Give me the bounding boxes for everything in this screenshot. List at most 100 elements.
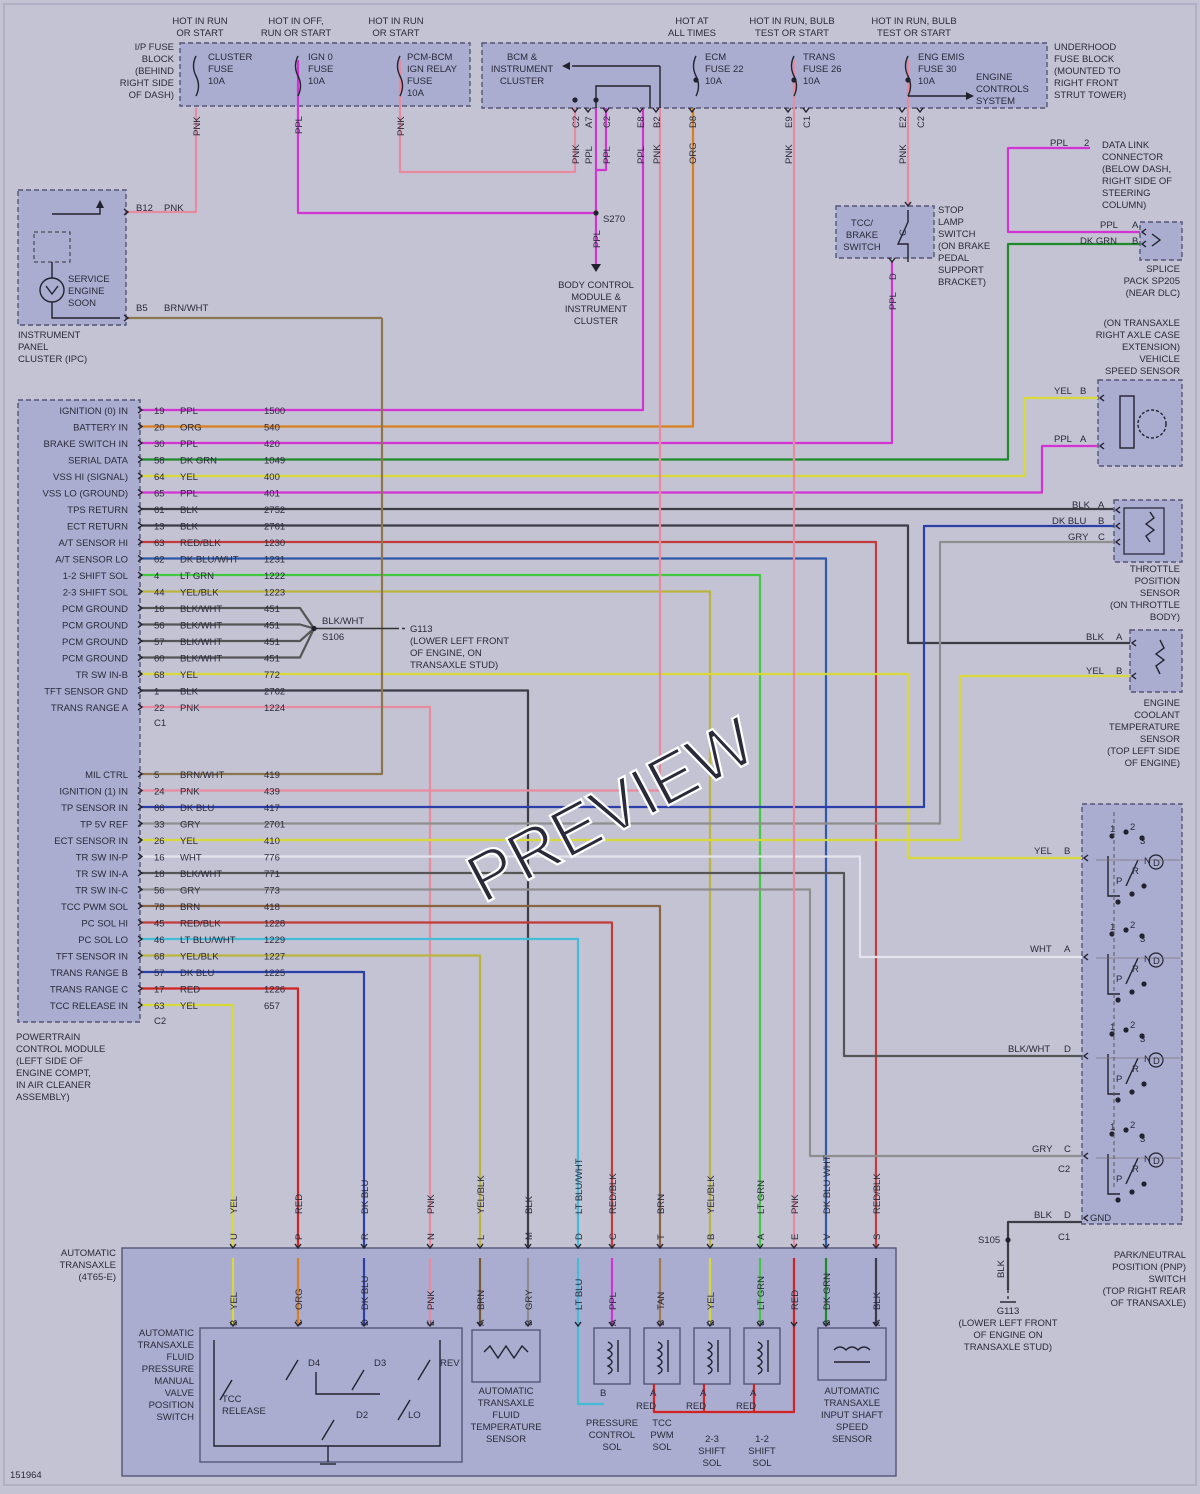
pcm-row-circuit: 657 <box>264 1001 280 1012</box>
wire-ign0 <box>296 60 596 215</box>
frame <box>3 3 1197 1486</box>
dlc-ppl-label: PPL <box>1050 138 1068 149</box>
ip-fuse-block-label: BLOCK <box>142 54 175 65</box>
wire-pcm-5 <box>142 318 384 776</box>
trans-conn-color: YEL/BLK <box>706 1175 717 1214</box>
pcm-row-circuit: 1228 <box>264 919 285 930</box>
pnp-dot-1-0 <box>1109 931 1115 937</box>
inner-chev-8 <box>656 1321 664 1328</box>
pcm-row-color: YEL/BLK <box>180 588 219 599</box>
wire-pcm-64 <box>142 396 1098 478</box>
atiss-label: AUTOMATIC <box>824 1386 879 1397</box>
top-conn-color: ORG <box>688 142 699 164</box>
tcc-pwm-sol-label: TCC <box>652 1418 672 1429</box>
pcm-row-circuit: 1229 <box>264 935 285 946</box>
pcm-pin-chev-12 <box>137 604 144 612</box>
pcm-pin-chev-14 <box>137 637 144 645</box>
pnp-d-icon-2 <box>1148 1052 1164 1068</box>
arrow-eng <box>966 92 974 100</box>
pnp-dot-3-2 <box>1139 1133 1145 1139</box>
wire-pcm-26 <box>142 674 1130 842</box>
s106-dot <box>311 625 317 632</box>
sol-coil-1 <box>656 1341 663 1375</box>
splice-dkgrn: DK GRN <box>1080 236 1117 247</box>
fluid-pressure-switch-label: TRANSAXLE <box>138 1340 195 1351</box>
ect-pin-b: B <box>1116 666 1122 677</box>
fuse-hot-label-5: TEST OR START <box>755 28 829 39</box>
arrow-s270 <box>591 264 601 272</box>
pcm-row-pin: 60 <box>154 654 165 665</box>
pcm-pin-chev-7 <box>137 521 144 530</box>
wire-pcm-44 <box>142 590 712 1248</box>
pcm-row-color: GRY <box>180 820 201 831</box>
top-chev-0 <box>571 107 579 114</box>
inner-conn-color: DK BLU <box>360 1276 371 1310</box>
inner-chev-7 <box>608 1321 616 1328</box>
wire-pcm-78 <box>142 904 662 1248</box>
pcm-row-label: TCC RELEASE IN <box>50 1001 128 1012</box>
pnp-p: P <box>1116 1174 1122 1185</box>
pcm-row-pin: 18 <box>154 869 165 880</box>
pnp-pin-a: A <box>1064 944 1071 955</box>
pin-b5: B5 <box>136 303 148 314</box>
fps-link <box>315 1372 380 1395</box>
top-conn-pin: B2 <box>652 116 663 128</box>
pcm-row-circuit: 2752 <box>264 505 285 516</box>
inner-conn-pin: B <box>706 1320 717 1326</box>
vss-label: EXTENSION) <box>1122 342 1180 353</box>
fluid-pressure-switch-label: MANUAL <box>154 1376 194 1387</box>
pcm-row-color: YEL/BLK <box>180 952 219 963</box>
pcm-row-color: BLK/WHT <box>180 621 222 632</box>
pnp-3: 3 <box>1140 1034 1145 1045</box>
pcm-row-label: TRANS RANGE A <box>51 703 129 714</box>
pcm-bcm-fuse-label: 10A <box>407 88 425 99</box>
pnp-3: 3 <box>1140 934 1145 945</box>
pnp-2: 2 <box>1130 822 1135 833</box>
pcm-pin-chev-18 <box>137 703 144 711</box>
inner-conn-color: YEL <box>229 1292 240 1310</box>
wire-label-pnk-1: PNK <box>192 116 203 136</box>
trans-chev-6 <box>574 1243 582 1250</box>
pcm-row-color: DK GRN <box>180 456 217 467</box>
pcm-row-label: MIL CTRL <box>85 770 128 781</box>
pnp-dot-3-5 <box>1141 1181 1147 1187</box>
fps-switch-0 <box>219 1379 233 1401</box>
shift-23-sol-box <box>693 1327 731 1385</box>
pcm-row-circuit: 1230 <box>264 538 285 549</box>
tcc-brake-switch-box <box>835 205 935 259</box>
top-conn-color: PNK <box>652 144 663 164</box>
pcm-row-circuit: 1224 <box>264 703 285 714</box>
cluster-fuse-label: FUSE <box>208 64 233 75</box>
pnp-chev-1 <box>1082 953 1089 961</box>
pc-pin-b: B <box>600 1388 606 1399</box>
s105-blk: BLK <box>996 1259 1007 1278</box>
top-conn-pin: E9 <box>784 116 795 128</box>
brake-pin-c: C <box>898 229 909 236</box>
pcm-row-pin: 22 <box>154 703 165 714</box>
pcm-pin-chev-25 <box>137 869 144 877</box>
trans-conn-color: RED/BLK <box>608 1173 619 1214</box>
inner-conn-pin: C <box>294 1319 305 1326</box>
ip-fuse-block-label: OF DASH) <box>129 90 174 101</box>
atiss-label: SENSOR <box>832 1434 872 1445</box>
wire-pcm-18 <box>142 871 1082 1058</box>
pcm-row-label: TRANS RANGE C <box>50 985 128 996</box>
pnp-blade-3 <box>1125 1157 1139 1185</box>
arrow-bcm <box>562 62 570 70</box>
wire-pcm-24 <box>142 108 662 792</box>
c2-label: C2 <box>154 1016 166 1027</box>
vss-pin-a: A <box>1080 434 1087 445</box>
pcm-label: (LEFT SIDE OF <box>16 1056 83 1067</box>
pcm-bcm-fuse-label: PCM-BCM <box>407 52 452 63</box>
trans-conn-pin: U <box>229 1233 240 1240</box>
pcm-row-pin: 56 <box>154 621 165 632</box>
underhood-fuse-block-label: RIGHT FRONT <box>1054 78 1119 89</box>
top-chev-3 <box>636 107 644 114</box>
pnp-dot-3-3 <box>1115 1197 1121 1203</box>
pcm-row-color: YEL <box>180 1001 198 1012</box>
atiss-label: SPEED <box>836 1422 868 1433</box>
pcm-label: IN AIR CLEANER <box>16 1080 91 1091</box>
pcm-row-label: TCC PWM SOL <box>61 902 128 913</box>
pcm-row-label: TFT SENSOR GND <box>44 687 128 698</box>
trans-conn-color: DK BLU <box>360 1180 371 1214</box>
